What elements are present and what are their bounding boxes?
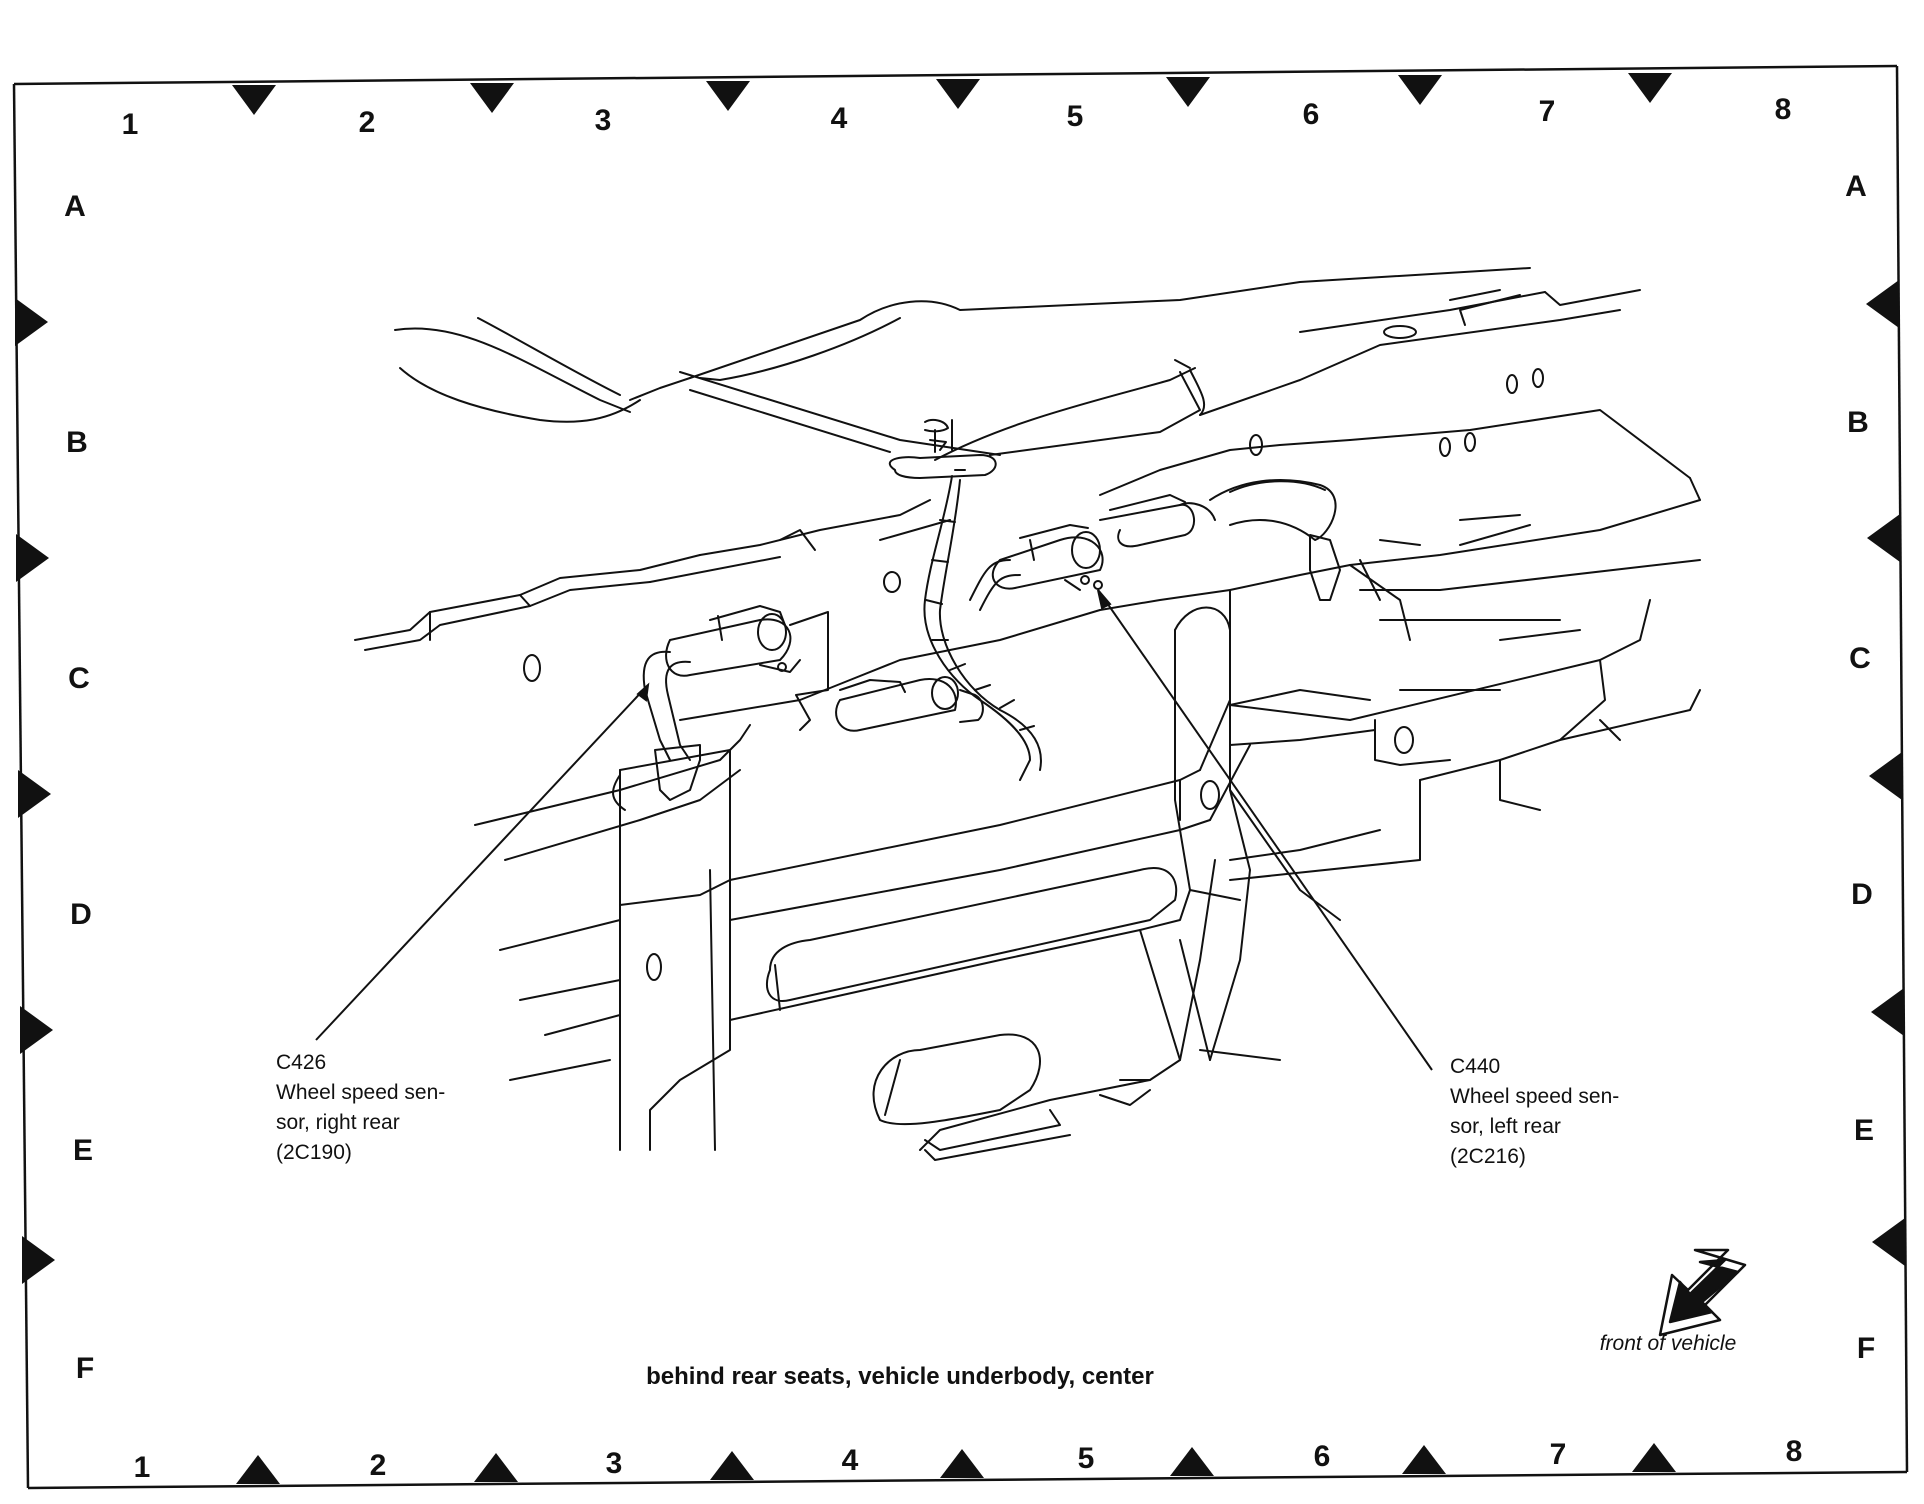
callout-c440-line-3: (2C216) <box>1450 1145 1526 1168</box>
c440-leader <box>1097 589 1433 1071</box>
diagram-caption: behind rear seats, vehicle underbody, ce… <box>646 1363 1154 1390</box>
column-label-top-6: 6 <box>1302 98 1320 131</box>
row-label-left-f: F <box>75 1352 95 1385</box>
wire-harness <box>642 419 1341 801</box>
row-label-right-d: D <box>1851 878 1873 911</box>
row-label-right-c: C <box>1849 642 1871 675</box>
column-label-bottom-1: 1 <box>133 1451 151 1484</box>
column-label-bottom-8: 8 <box>1785 1435 1803 1468</box>
row-label-left-b: B <box>66 426 88 459</box>
callout-c426-line-1: Wheel speed sen- <box>276 1081 446 1104</box>
column-label-top-4: 4 <box>830 102 848 135</box>
column-label-bottom-6: 6 <box>1313 1440 1331 1473</box>
front-of-vehicle-label: front of vehicle <box>1599 1332 1737 1355</box>
row-label-left-d: D <box>70 898 92 931</box>
front-arrow-icon <box>1658 1248 1747 1337</box>
column-label-top-1: 1 <box>121 108 139 141</box>
harness-mount <box>888 454 997 479</box>
c426-leader <box>315 684 649 1041</box>
column-label-top-5: 5 <box>1066 100 1084 133</box>
column-label-bottom-5: 5 <box>1077 1442 1095 1475</box>
row-label-right-e: E <box>1853 1114 1874 1147</box>
callout-c440-line-2: sor, left rear <box>1450 1115 1561 1138</box>
callout-c426: C426 Wheel speed sen- sor, right rear (2… <box>276 1048 445 1168</box>
row-label-left-e: E <box>72 1134 93 1167</box>
row-label-right-a: A <box>1845 170 1867 203</box>
callout-c426-connector: C426 <box>276 1051 327 1074</box>
column-label-top-7: 7 <box>1538 95 1556 128</box>
sheet-border <box>12 64 1909 1490</box>
callout-c440: C440 Wheel speed sen- sor, left rear (2C… <box>1450 1052 1619 1172</box>
underbody-structure <box>354 267 1701 1161</box>
column-label-bottom-3: 3 <box>605 1447 623 1480</box>
row-label-left-c: C <box>68 662 90 695</box>
column-label-bottom-4: 4 <box>841 1444 859 1477</box>
row-label-left-a: A <box>64 190 86 223</box>
c426-connector <box>665 618 792 677</box>
border-markers <box>15 73 1905 1484</box>
c440-sensor-lead <box>1209 479 1337 541</box>
column-label-top-2: 2 <box>358 106 376 139</box>
callout-c426-line-3: (2C190) <box>276 1141 352 1164</box>
leader-lines <box>315 589 1433 1071</box>
callout-c440-connector: C440 <box>1450 1055 1501 1078</box>
c426-sensor-lead <box>642 650 671 761</box>
row-label-right-f: F <box>1856 1332 1876 1365</box>
callout-c440-line-1: Wheel speed sen- <box>1450 1085 1620 1108</box>
column-label-top-8: 8 <box>1774 93 1792 126</box>
c440-connector <box>991 536 1104 590</box>
mid-connector <box>835 678 957 732</box>
column-label-top-3: 3 <box>594 104 612 137</box>
column-label-bottom-2: 2 <box>369 1449 387 1482</box>
column-label-bottom-7: 7 <box>1549 1438 1567 1471</box>
callout-c426-line-2: sor, right rear <box>276 1111 400 1134</box>
row-label-right-b: B <box>1847 406 1869 439</box>
